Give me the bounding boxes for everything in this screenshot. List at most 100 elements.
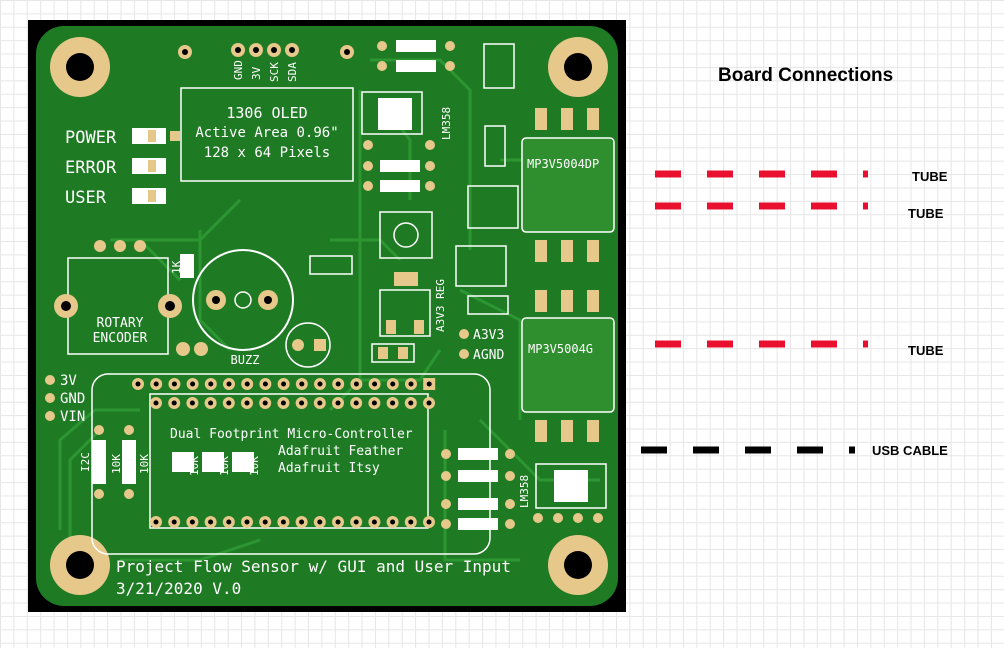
header-pad-hole	[208, 519, 214, 525]
sensor-bottom	[521, 317, 615, 413]
rotary-pins	[94, 240, 146, 252]
led-power-label: POWER	[65, 128, 117, 148]
pin-vin-label: VIN	[60, 409, 85, 425]
sensor-bottom-label: MP3V5004G	[528, 342, 593, 356]
header-pad-hole	[262, 519, 268, 525]
header-pad-hole	[317, 381, 323, 387]
r10k-d-label: 10K	[218, 456, 231, 476]
capacitor	[285, 322, 331, 368]
header-pad-hole	[226, 400, 232, 406]
mcu-outline-inner	[149, 393, 429, 529]
header-pad-hole	[244, 381, 250, 387]
sensor-top	[521, 137, 615, 233]
header-pad-hole	[371, 400, 377, 406]
header-pad-hole	[426, 400, 432, 406]
i2c-resistors	[92, 425, 254, 499]
a3v3-label: A3V3	[473, 328, 504, 343]
header-pad-hole	[408, 381, 414, 387]
tube-label-3: TUBE	[908, 343, 944, 358]
header-pad-hole	[262, 381, 268, 387]
mcu-title: Dual Footprint Micro-Controller	[170, 427, 413, 442]
header-pad-hole	[280, 400, 286, 406]
rotary-label-2: ENCODER	[93, 331, 148, 346]
header-pad-hole	[171, 381, 177, 387]
header-pad-hole	[280, 519, 286, 525]
r10k-c-label: 10K	[188, 456, 201, 476]
buzz-pins	[176, 342, 208, 356]
header-pad-hole	[244, 519, 250, 525]
res-1k-label: 1K	[170, 260, 183, 274]
oled-pixels: 128 x 64 Pixels	[204, 145, 330, 161]
lm358-bottom-label: LM358	[518, 475, 531, 508]
header-pad-hole	[208, 400, 214, 406]
sensor-bottom-pads	[535, 420, 599, 442]
project-date: 3/21/2020 V.0	[116, 579, 241, 598]
buzzer-outline	[192, 249, 294, 351]
legend-title: Board Connections	[718, 65, 893, 86]
resistor-1k	[180, 254, 194, 278]
oled-area: Active Area 0.96"	[195, 125, 338, 141]
header-pad-hole	[335, 381, 341, 387]
project-title: Project Flow Sensor w/ GUI and User Inpu…	[116, 557, 511, 576]
r10k-b-label: 10K	[138, 454, 151, 474]
rotary-label-1: ROTARY	[97, 316, 144, 331]
header-pad-hole	[335, 400, 341, 406]
header-pad-hole	[353, 381, 359, 387]
header-pad-hole	[317, 519, 323, 525]
regulator	[379, 289, 431, 337]
header-pad-hole	[353, 519, 359, 525]
r10k-a-label: 10K	[110, 454, 123, 474]
led-user-label: USER	[65, 188, 107, 208]
sensor-top-label: MP3V5004DP	[527, 157, 599, 171]
header-pad-hole	[426, 381, 432, 387]
buzz-label: BUZZ	[231, 353, 260, 367]
header-pad-hole	[226, 519, 232, 525]
header-pad-hole	[426, 519, 432, 525]
header-pad-hole	[153, 381, 159, 387]
jumpers	[309, 43, 519, 315]
top-pads	[363, 41, 455, 191]
bottom-right-pads	[441, 449, 603, 529]
mcu-pins-top	[132, 378, 436, 409]
i2c-label: I2C	[79, 452, 92, 472]
pushbutton	[379, 211, 433, 259]
pin-gnd-label: GND	[60, 391, 85, 407]
power-pins	[45, 375, 55, 421]
lm358-top-label: LM358	[440, 107, 453, 140]
header-pad-hole	[135, 381, 141, 387]
r10k-e-label: 10K	[248, 456, 261, 476]
header-pad-hole	[190, 381, 196, 387]
header-pad-hole	[299, 519, 305, 525]
mcu-itsy: Adafruit Itsy	[278, 461, 380, 476]
hdr-sda-label: SDA	[286, 62, 299, 82]
header-pad-hole	[153, 519, 159, 525]
mcu-feather: Adafruit Feather	[278, 444, 403, 459]
header-pad-hole	[153, 400, 159, 406]
header-pad-hole	[372, 381, 378, 387]
header-pad-hole	[262, 400, 268, 406]
header-pad-hole	[408, 400, 414, 406]
hdr-gnd-label: GND	[232, 60, 245, 80]
header-pad-hole	[189, 400, 195, 406]
hdr-3v-label: 3V	[250, 66, 263, 80]
header-pad-hole	[171, 519, 177, 525]
lm358-bottom	[535, 463, 607, 509]
mounting-holes	[50, 37, 608, 595]
header-pad-hole	[335, 519, 341, 525]
header-pad-hole	[317, 400, 323, 406]
header-pad-hole	[371, 519, 377, 525]
oled-header-pins	[178, 43, 354, 59]
led-error-label: ERROR	[65, 158, 117, 178]
header-pad-hole	[171, 400, 177, 406]
header-pad-hole	[208, 381, 214, 387]
header-pad-hole	[390, 519, 396, 525]
header-pad-hole	[408, 519, 414, 525]
lm358-top	[361, 91, 423, 135]
pin-3v-label: 3V	[60, 373, 77, 389]
header-pad-hole	[189, 519, 195, 525]
header-pad-hole	[281, 381, 287, 387]
header-pad-hole	[353, 400, 359, 406]
sensor-top-pads	[535, 108, 599, 312]
status-leds	[132, 128, 180, 204]
